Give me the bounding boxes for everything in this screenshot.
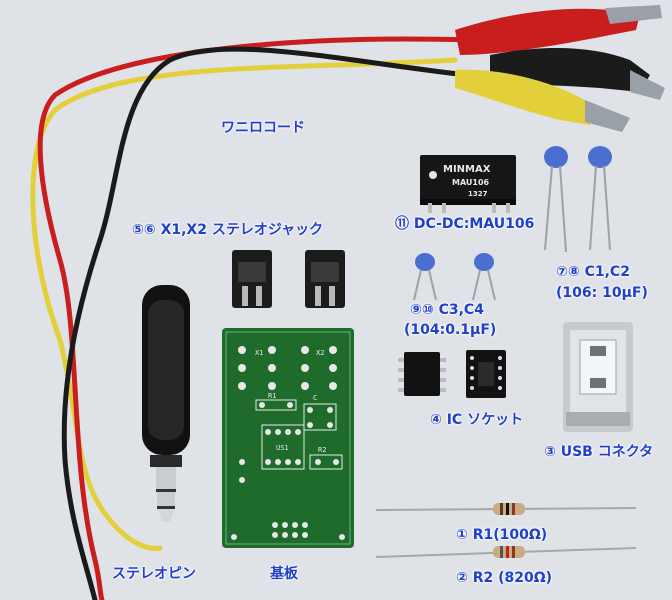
pcb-board: X1 X2 R1 R2 US1 C: [222, 328, 354, 548]
label-usb-connector: ③ USB コネクタ: [544, 444, 654, 460]
red-clip-jaw: [605, 5, 662, 24]
stereo-pin-plug: [142, 285, 190, 522]
silk-x1: X1: [255, 349, 263, 357]
label-dcdc: ⑪ DC-DC:MAU106: [395, 216, 535, 232]
dcdc-module: MINMAX MAU106 1327: [420, 155, 516, 213]
plug-tip: [158, 509, 174, 522]
capacitor-c2: [588, 146, 612, 251]
silk-x2: X2: [316, 349, 324, 357]
yellow-clip-jaw: [585, 100, 630, 132]
resistor-r1: [375, 503, 637, 515]
label-c3c4-line1: ⑨⑩ C3,C4: [410, 302, 484, 318]
label-stereo-jack: ⑤⑥ X1,X2 ステレオジャック: [132, 222, 324, 238]
plug-collar: [150, 455, 182, 467]
ic-socket: [466, 350, 506, 398]
yellow-clip-boot: [455, 69, 600, 125]
wire-yellow: [30, 57, 458, 551]
label-board: 基板: [270, 566, 298, 582]
stereo-jack-x2: [305, 250, 345, 308]
plug-sleeve: [156, 467, 176, 489]
silk-r1: R1: [268, 392, 276, 400]
module-brand: MINMAX: [443, 164, 491, 175]
capacitor-c3: [413, 253, 437, 301]
usb-connector: [563, 322, 633, 432]
silk-r2: R2: [318, 446, 326, 454]
ic-chip: [398, 352, 446, 396]
label-stereo-pin: ステレオピン: [112, 566, 196, 582]
label-alligator-cord: ワニロコード: [221, 120, 305, 136]
label-c3c4-line2: (104:0.1μF): [404, 322, 497, 338]
silk-u1: US1: [276, 444, 289, 452]
black-clip-jaw: [630, 70, 665, 100]
module-model: MAU106: [452, 178, 490, 187]
capacitor-c1: [544, 146, 568, 253]
resistor-r2: [375, 546, 637, 558]
module-code: 1327: [468, 190, 488, 198]
label-r2: ② R2 (820Ω): [456, 570, 553, 586]
wire-black: [61, 46, 523, 600]
red-clip-boot: [455, 8, 640, 56]
alligator-cord: [30, 36, 523, 600]
stereo-jack-x1: [232, 250, 272, 308]
silk-c: C: [313, 394, 317, 402]
label-c1c2-line2: (106: 10μF): [556, 285, 648, 301]
label-ic-socket: ④ IC ソケット: [430, 412, 524, 428]
capacitor-c4: [472, 253, 496, 301]
alligator-clips: [455, 5, 665, 132]
label-c1c2-line1: ⑦⑧ C1,C2: [556, 264, 630, 280]
label-r1: ① R1(100Ω): [456, 527, 548, 543]
